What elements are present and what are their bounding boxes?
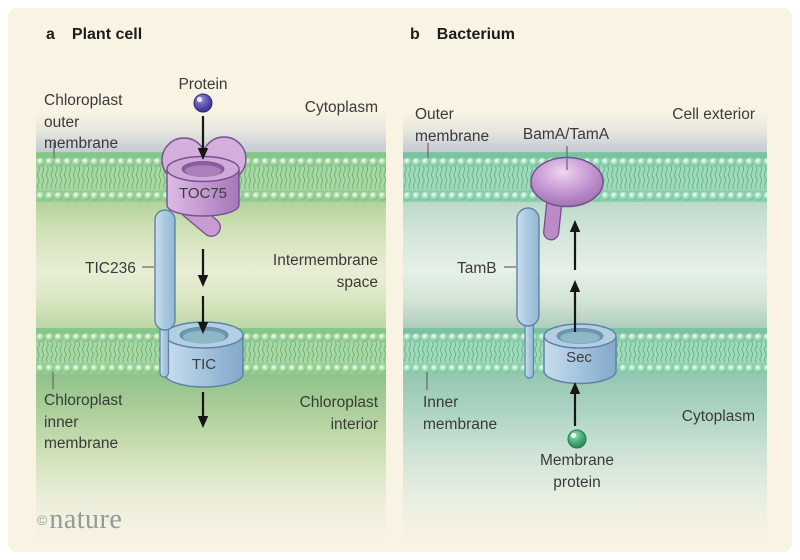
chloroplast-interior-region — [36, 374, 386, 552]
cell-exterior-label: Cell exterior — [672, 106, 755, 123]
protein-label: Protein — [178, 76, 228, 93]
panel-a-title: Plant cell — [71, 26, 143, 43]
copyright-icon: © — [37, 512, 48, 528]
cytoplasm-label: Cytoplasm — [681, 408, 755, 425]
bacterial-outer-membrane-bilayer — [403, 152, 767, 202]
protein-cargo-sphere — [193, 93, 213, 113]
membrane-protein-label: Membrane protein — [539, 452, 615, 491]
bama-tama-label: BamA/TamA — [522, 126, 610, 143]
chloroplast-outer-membrane-label: Chloroplast outer membrane — [44, 92, 123, 152]
inner-membrane-label: Inner membrane — [423, 394, 498, 433]
chloroplast-interior-label: Chloroplast interior — [299, 394, 378, 433]
chloroplast-outer-membrane-bilayer — [36, 152, 386, 202]
bacterial-inner-membrane-bilayer — [403, 328, 767, 374]
cytoplasm-label: Cytoplasm — [304, 99, 378, 116]
nature-watermark: ©nature — [37, 506, 122, 534]
panel-b-letter: b — [410, 26, 420, 43]
chloroplast-inner-membrane-label: Chloroplast inner membrane — [44, 392, 123, 452]
outer-membrane-label: Outer membrane — [415, 106, 490, 145]
panel-plant-cell: TIC TOC75 — [36, 0, 386, 560]
nature-brand: nature — [49, 504, 123, 535]
panel-a-letter: a — [46, 26, 55, 43]
panel-b-header: b Bacterium — [410, 26, 515, 44]
cell-exterior-shading — [403, 113, 767, 152]
panel-bacterium: Sec — [403, 0, 767, 560]
chloroplast-inner-membrane-bilayer — [36, 328, 386, 374]
intermembrane-space-label: Intermembrane space — [272, 252, 378, 291]
panel-b-title: Bacterium — [436, 26, 516, 43]
tic236-label: TIC236 — [85, 260, 136, 277]
panel-a-header: a Plant cell — [46, 26, 142, 44]
cytoplasm-region — [403, 374, 767, 552]
tamb-label: TamB — [457, 260, 497, 277]
periplasm-region — [403, 202, 767, 328]
